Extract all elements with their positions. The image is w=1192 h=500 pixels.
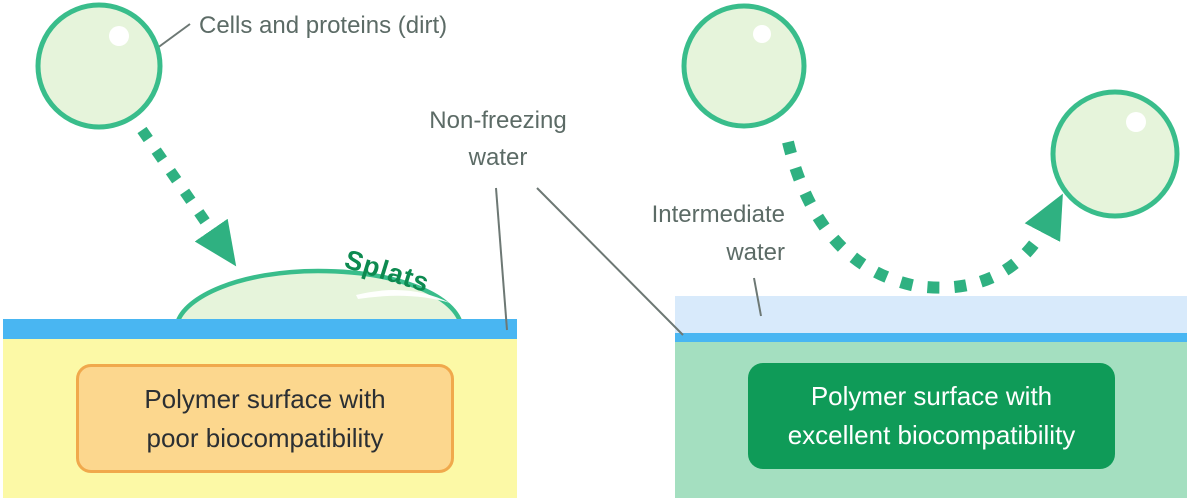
intermediate-water-label-line2: water xyxy=(726,239,785,266)
cell-circle-left xyxy=(35,2,163,130)
excellent-biocompatibility-caption-line2: excellent biocompatibility xyxy=(787,420,1076,450)
bouncing-arrow xyxy=(782,140,1063,294)
non-freezing-water-label-line2: water xyxy=(468,144,528,171)
falling-arrow xyxy=(137,126,237,267)
excellent-biocompatibility-caption: Polymer surface with excellent biocompat… xyxy=(748,363,1115,469)
non-freezing-water-label-line1: Non-freezing xyxy=(429,107,567,134)
pointer-line-nonfreezing-left xyxy=(495,187,508,331)
intermediate-water-layer xyxy=(675,296,1187,333)
splat-shape xyxy=(174,268,464,327)
pointer-line-nonfreezing-right xyxy=(536,187,684,336)
non-freezing-water-layer-left xyxy=(3,319,517,339)
poor-biocompatibility-caption: Polymer surface with poor biocompatibili… xyxy=(76,364,454,473)
cell-circle-right-bounced xyxy=(1050,89,1180,219)
splat-highlight xyxy=(356,290,450,303)
pointer-line-intermediate xyxy=(753,277,762,317)
cell-highlight-right-top xyxy=(753,25,771,43)
intermediate-water-label-line1: Intermediate xyxy=(651,201,785,228)
cell-highlight-left xyxy=(109,26,129,46)
intermediate-water-label: Intermediate water xyxy=(605,196,785,272)
cells-and-proteins-label: Cells and proteins (dirt) xyxy=(199,12,448,39)
poor-biocompatibility-caption-line1: Polymer surface with xyxy=(144,383,386,414)
non-freezing-water-label: Non-freezing water xyxy=(398,102,598,176)
non-freezing-water-layer-right xyxy=(675,333,1187,342)
cell-circle-right-top xyxy=(681,3,807,129)
poor-biocompatibility-caption-line2: poor biocompatibility xyxy=(146,422,384,453)
excellent-biocompatibility-caption-line1: Polymer surface with xyxy=(810,381,1053,411)
cell-highlight-right-bounced xyxy=(1126,112,1146,132)
